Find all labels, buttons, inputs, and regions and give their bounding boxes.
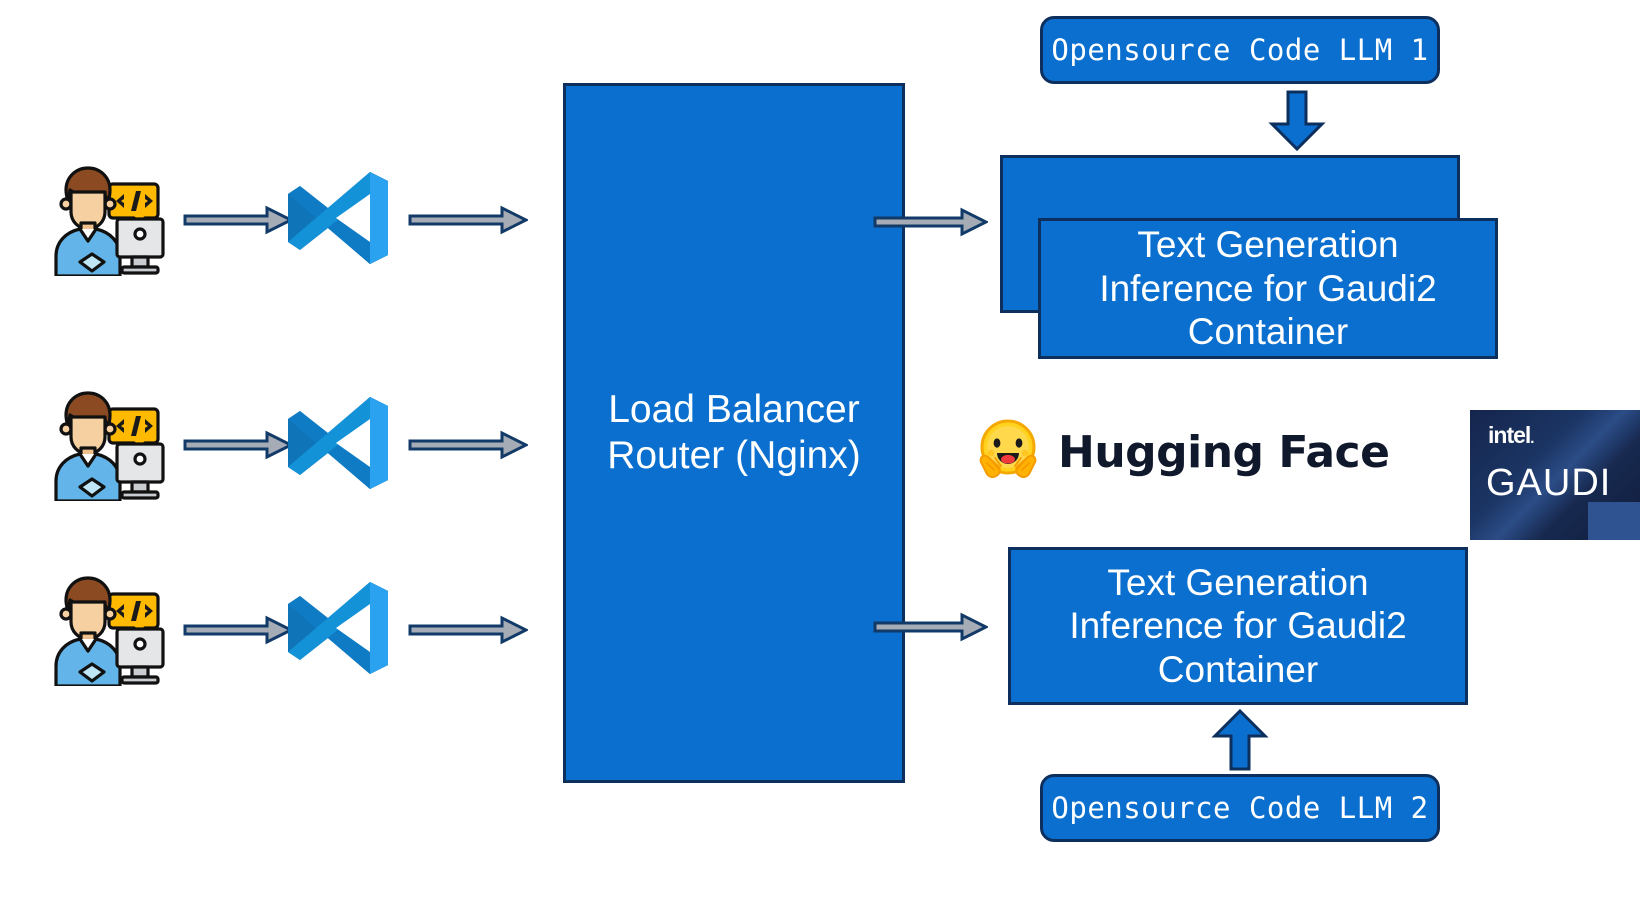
arrow-editor-to-balancer-1 (408, 205, 528, 235)
arrow-llm1-to-container (1268, 90, 1326, 152)
load-balancer-line-2: Router (Nginx) (607, 434, 861, 477)
intel-gaudi-logo: intel. GAUDI (1470, 410, 1640, 540)
tgi-bottom-line-1: Text Generation (1107, 561, 1369, 603)
vscode-icon (288, 582, 388, 674)
arrow-editor-to-balancer-3 (408, 615, 528, 645)
tgi-container-bottom[interactable]: Text Generation Inference for Gaudi2 Con… (1008, 547, 1468, 705)
tgi-container-top[interactable]: Text Generation Inference for Gaudi2 Con… (1038, 218, 1498, 359)
arrow-llm2-to-container (1211, 708, 1269, 771)
developer-icon (54, 166, 165, 276)
vscode-icon (288, 397, 388, 489)
gaudi-wordmark: GAUDI (1486, 462, 1612, 504)
arrow-balancer-to-container-top (873, 207, 988, 237)
hugging-face-wordmark: Hugging Face (1058, 426, 1390, 478)
tgi-bottom-line-3: Container (1157, 648, 1319, 690)
intel-wordmark: intel. (1488, 422, 1535, 448)
opensource-code-llm-1-box[interactable]: Opensource Code LLM 1 (1040, 16, 1440, 84)
tgi-bottom-line-2: Inference for Gaudi2 (1069, 605, 1407, 647)
gaudi-accent-square (1588, 502, 1640, 540)
tgi-top-line-1: Text Generation (1137, 224, 1399, 266)
load-balancer-line-1: Load Balancer (608, 387, 860, 431)
tgi-top-line-2: Inference for Gaudi2 (1099, 267, 1437, 309)
arrow-dev-to-editor-3 (183, 615, 293, 645)
arrow-dev-to-editor-2 (183, 430, 293, 460)
opensource-code-llm-2-box[interactable]: Opensource Code LLM 2 (1040, 774, 1440, 842)
tgi-top-line-3: Container (1187, 311, 1349, 353)
vscode-icon (288, 172, 388, 264)
hugging-face-emoji-icon (979, 419, 1037, 479)
arrow-balancer-to-container-bottom (873, 612, 988, 642)
developer-icon (54, 391, 165, 501)
arrow-dev-to-editor-1 (183, 205, 293, 235)
load-balancer-box[interactable]: Load Balancer Router (Nginx) (563, 83, 905, 783)
hugging-face-logo: Hugging Face (972, 416, 1390, 488)
developer-icon (54, 576, 165, 686)
arrow-editor-to-balancer-2 (408, 430, 528, 460)
